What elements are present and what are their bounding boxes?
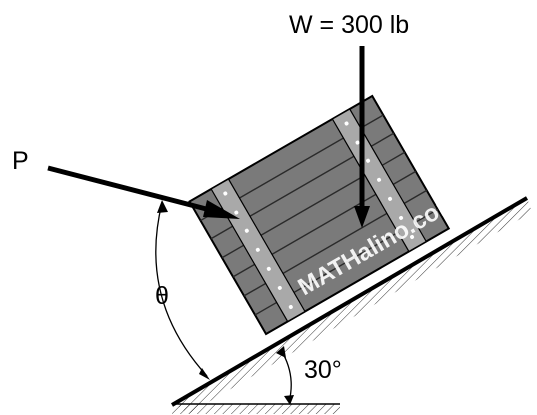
incline-angle-arc — [276, 346, 294, 405]
theta-label: θ — [155, 282, 169, 310]
weight-arrow — [354, 46, 370, 228]
incline-hatch — [175, 198, 532, 414]
force-label: P — [12, 147, 29, 175]
crate-nails — [223, 121, 415, 309]
crate-body — [188, 94, 451, 336]
incline-angle-label: 30° — [304, 356, 342, 384]
base-hatch — [172, 404, 340, 414]
theta-arc — [155, 200, 210, 380]
weight-label: W = 300 lb — [289, 11, 409, 39]
force-p-arrow — [47, 165, 240, 219]
crate: MATHalino.com — [188, 94, 463, 336]
ground-hatching — [172, 198, 532, 414]
incline-surface — [170, 196, 529, 407]
